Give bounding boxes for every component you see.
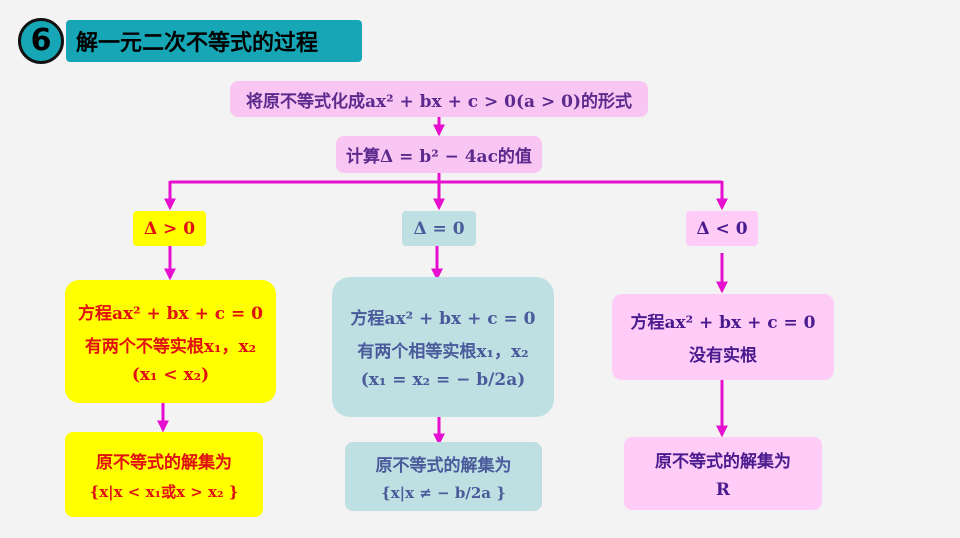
solution-zero-box: 原不等式的解集为 {x|x ≠ − b/2a } bbox=[345, 442, 542, 511]
solution-negative-line2: R bbox=[715, 480, 731, 500]
standard-form-text: 将原不等式化成ax² + bx + c > 0(a > 0)的形式 bbox=[245, 91, 633, 112]
solution-zero-line2: {x|x ≠ − b/2a } bbox=[381, 484, 506, 502]
condition-positive-box: Δ > 0 bbox=[133, 211, 206, 246]
solution-positive-line2: {x|x < x₁或x > x₂ } bbox=[89, 482, 239, 501]
roots-positive-box: 方程ax² + bx + c = 0 有两个不等实根x₁，x₂ (x₁ < x₂… bbox=[65, 280, 276, 403]
section-title: 解一元二次不等式的过程 bbox=[76, 31, 319, 56]
solution-zero-line1: 原不等式的解集为 bbox=[375, 456, 512, 476]
roots-zero-box: 方程ax² + bx + c = 0 有两个相等实根x₁，x₂ (x₁ = x₂… bbox=[332, 277, 554, 417]
discriminant-text: 计算Δ = b² − 4ac的值 bbox=[346, 147, 532, 167]
section-title-bar: 解一元二次不等式的过程 bbox=[66, 20, 362, 62]
roots-negative-box: 方程ax² + bx + c = 0 没有实根 bbox=[612, 294, 834, 380]
roots-positive-line3: (x₁ < x₂) bbox=[131, 364, 210, 385]
section-number: 6 bbox=[30, 23, 52, 58]
condition-zero-box: Δ = 0 bbox=[402, 211, 476, 246]
solution-positive-box: 原不等式的解集为 {x|x < x₁或x > x₂ } bbox=[65, 432, 263, 517]
condition-positive-text: Δ > 0 bbox=[143, 218, 196, 239]
solution-negative-line1: 原不等式的解集为 bbox=[655, 452, 791, 472]
roots-negative-line2: 没有实根 bbox=[689, 346, 757, 366]
condition-zero-text: Δ = 0 bbox=[413, 218, 465, 239]
roots-zero-line3: (x₁ = x₂ = − b/2a) bbox=[360, 370, 526, 390]
roots-negative-line1: 方程ax² + bx + c = 0 bbox=[630, 313, 816, 333]
roots-positive-line1: 方程ax² + bx + c = 0 bbox=[77, 303, 264, 324]
solution-positive-line1: 原不等式的解集为 bbox=[96, 452, 232, 473]
condition-negative-box: Δ < 0 bbox=[686, 211, 758, 246]
roots-zero-line2: 有两个相等实根x₁，x₂ bbox=[357, 342, 529, 362]
standard-form-box: 将原不等式化成ax² + bx + c > 0(a > 0)的形式 bbox=[230, 81, 648, 117]
condition-negative-text: Δ < 0 bbox=[696, 218, 748, 239]
section-number-badge: 6 bbox=[18, 18, 64, 64]
discriminant-box: 计算Δ = b² − 4ac的值 bbox=[336, 136, 542, 173]
roots-positive-line2: 有两个不等实根x₁，x₂ bbox=[84, 336, 257, 357]
solution-negative-box: 原不等式的解集为 R bbox=[624, 437, 822, 510]
roots-zero-line1: 方程ax² + bx + c = 0 bbox=[350, 309, 536, 329]
